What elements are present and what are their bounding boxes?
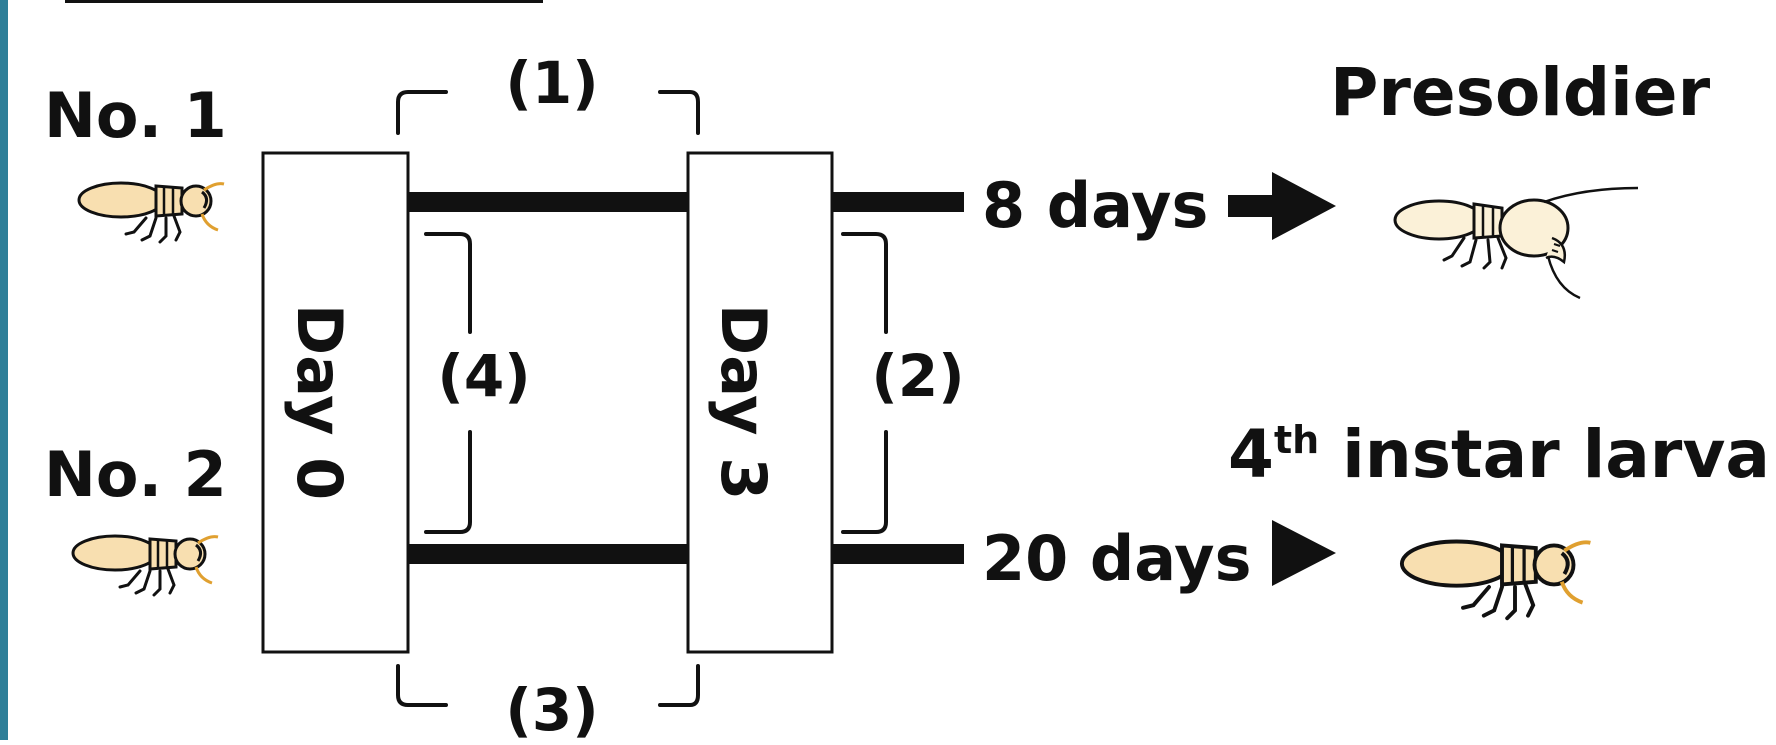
bracket-4-label: (4) bbox=[437, 342, 530, 410]
presoldier-icon bbox=[1393, 186, 1640, 300]
termite-no2-icon bbox=[71, 534, 220, 597]
bracket-3-label: (3) bbox=[505, 676, 598, 740]
day0-box bbox=[261, 151, 410, 654]
duration-8-days: 8 days bbox=[982, 169, 1208, 242]
label-no2: No. 2 bbox=[44, 438, 227, 511]
bracket-3-left bbox=[396, 664, 448, 707]
bracket-2-label: (2) bbox=[871, 342, 964, 410]
bracket-3-right bbox=[658, 664, 700, 707]
right-arrow-icon-bottom bbox=[1272, 520, 1336, 586]
timelines bbox=[408, 192, 964, 564]
bracket-1-label: (1) bbox=[505, 49, 598, 117]
label-no1: No. 1 bbox=[44, 79, 227, 152]
brackets bbox=[396, 90, 888, 707]
duration-20-days: 20 days bbox=[982, 522, 1252, 595]
bracket-2-bottom bbox=[841, 430, 888, 534]
outcome-presoldier-label: Presoldier bbox=[1330, 54, 1711, 131]
outcome-larva-label: 4th instar larva bbox=[1228, 416, 1770, 493]
day0-label: Day 0 bbox=[283, 304, 356, 501]
instar-rest: instar larva bbox=[1319, 416, 1770, 493]
bracket-4-top bbox=[424, 232, 472, 334]
bracket-1-right bbox=[658, 90, 700, 135]
bracket-2-top bbox=[841, 232, 888, 334]
timeline-no2-mid bbox=[408, 544, 688, 564]
instar-superscript: th bbox=[1274, 418, 1319, 462]
termite-no1-icon bbox=[77, 181, 226, 244]
timeline-no2-end bbox=[832, 544, 964, 564]
right-arrow-icon-top bbox=[1228, 172, 1336, 240]
day3-box bbox=[686, 151, 834, 654]
instar-number: 4 bbox=[1228, 416, 1274, 493]
bracket-1-left bbox=[396, 90, 448, 135]
bracket-4-bottom bbox=[424, 430, 472, 534]
accent-bar bbox=[0, 0, 8, 740]
larva-icon bbox=[1399, 539, 1593, 621]
timeline-no1-end bbox=[832, 192, 964, 212]
day3-label: Day 3 bbox=[707, 304, 780, 501]
timeline-no1-mid bbox=[408, 192, 688, 212]
